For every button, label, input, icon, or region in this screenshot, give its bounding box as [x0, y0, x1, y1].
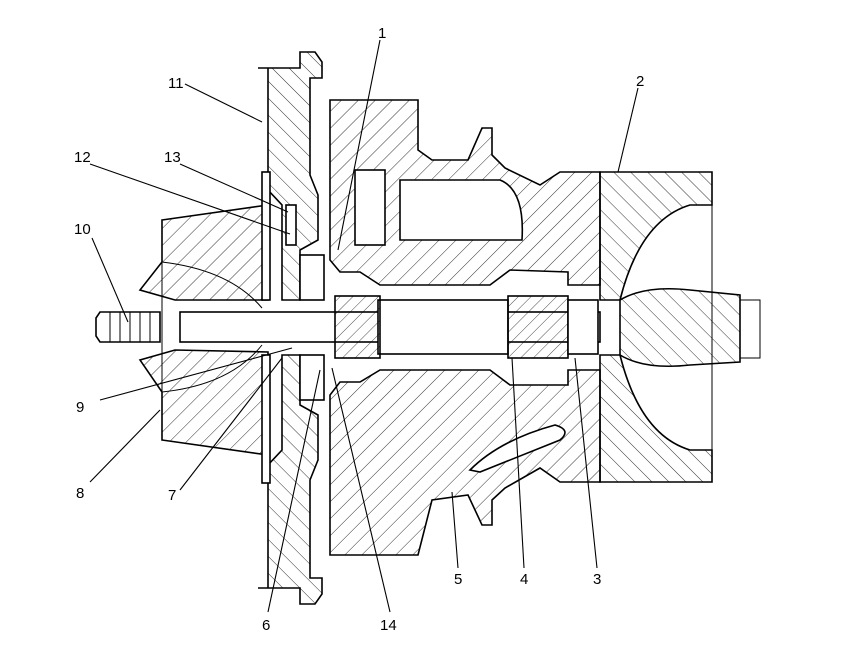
leader-3 — [574, 357, 598, 569]
leader-5 — [451, 491, 459, 569]
leader-14 — [331, 367, 391, 613]
leader-9 — [99, 347, 293, 401]
callout-3: 3 — [593, 571, 601, 588]
leader-lines — [89, 39, 639, 613]
leader-4 — [511, 357, 525, 569]
backplate — [258, 51, 323, 605]
leader-7 — [179, 357, 283, 491]
leader-1 — [337, 39, 381, 251]
callout-7: 7 — [168, 487, 176, 504]
compressor-wheel — [138, 204, 269, 456]
leader-12 — [89, 163, 291, 235]
leader-6 — [267, 369, 321, 613]
callout-14: 14 — [380, 617, 397, 634]
callout-9: 9 — [76, 399, 84, 416]
leader-13 — [179, 163, 289, 213]
bearing-housing — [329, 99, 601, 556]
shaft — [179, 295, 601, 359]
callout-4: 4 — [520, 571, 528, 588]
thrust-components — [261, 171, 325, 484]
turbine-wheel — [599, 171, 761, 483]
callout-5: 5 — [454, 571, 462, 588]
nut — [95, 311, 161, 343]
callout-13: 13 — [164, 149, 181, 166]
callout-8: 8 — [76, 485, 84, 502]
callout-2: 2 — [636, 73, 644, 90]
callout-12: 12 — [74, 149, 91, 166]
callout-10: 10 — [74, 221, 91, 238]
callout-labels: 1 2 3 4 5 6 7 8 9 10 11 12 13 14 — [74, 25, 644, 634]
leader-10 — [91, 237, 129, 323]
leader-2 — [617, 87, 639, 173]
callout-6: 6 — [262, 617, 270, 634]
leader-8 — [89, 409, 161, 483]
leader-11 — [184, 83, 263, 123]
callout-1: 1 — [378, 25, 386, 42]
callout-11: 11 — [168, 75, 184, 92]
